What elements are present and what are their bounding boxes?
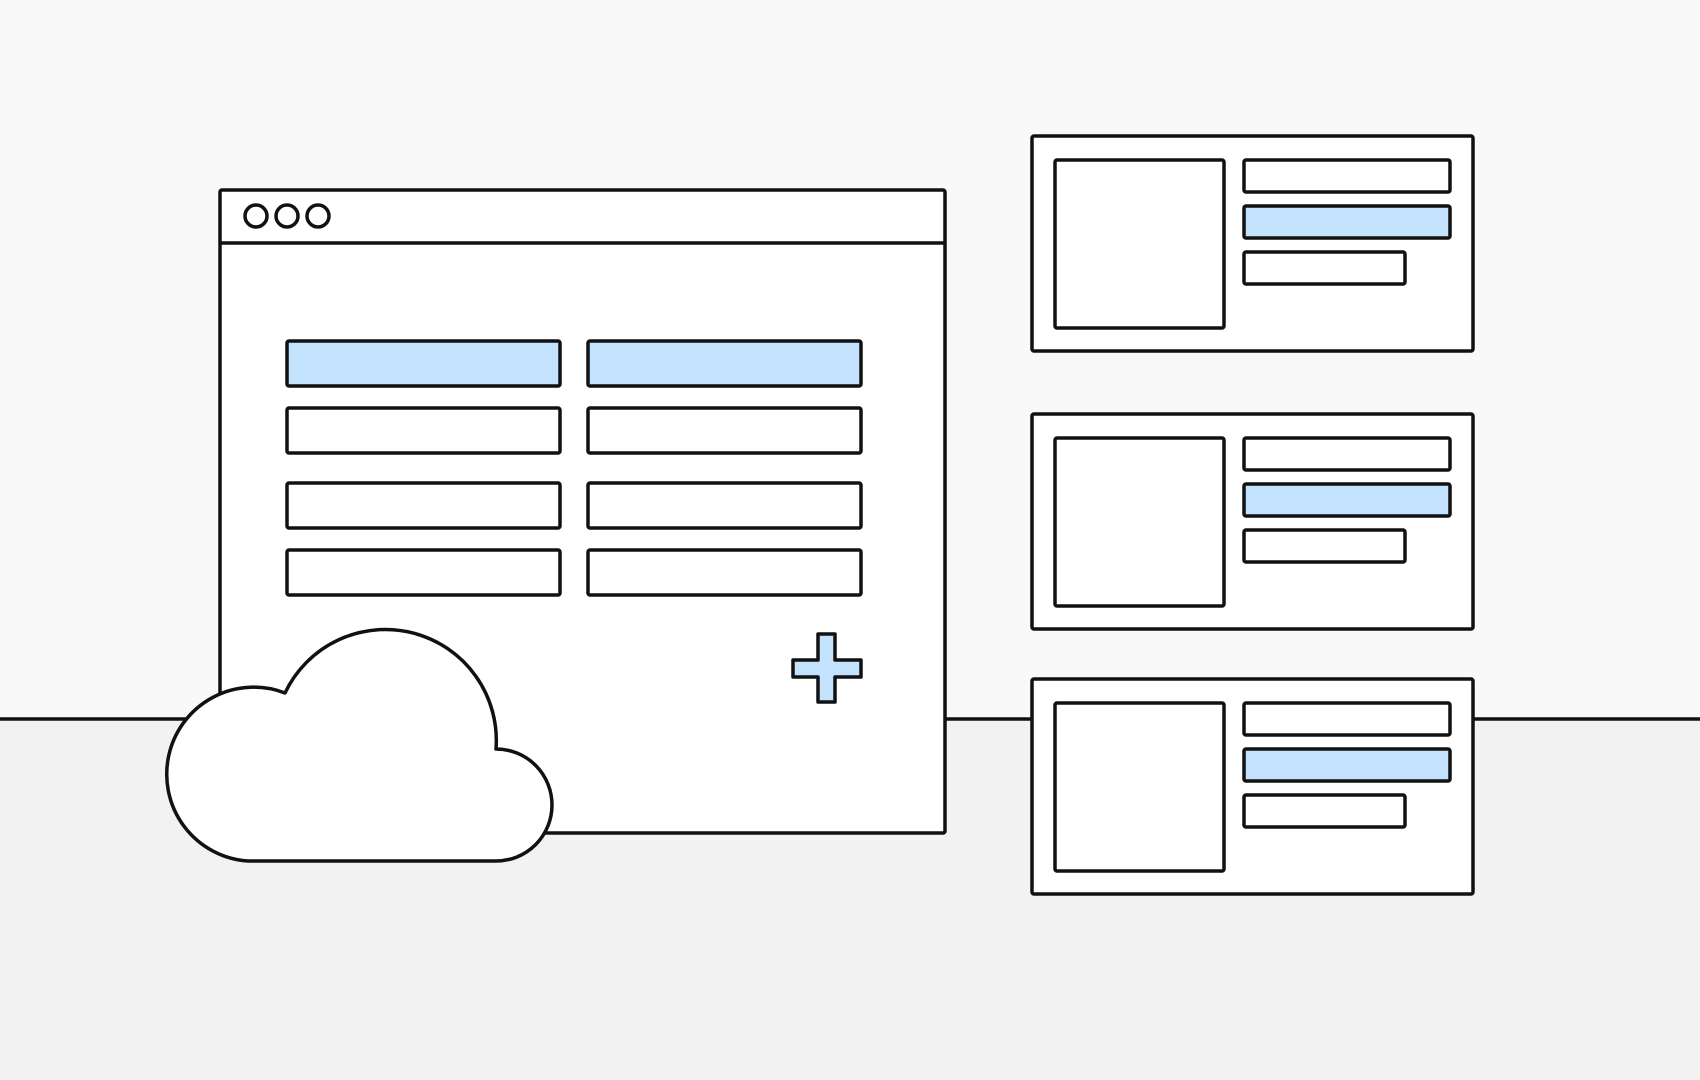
- card-stack: [1030, 134, 1475, 896]
- form-field-left: [285, 481, 562, 530]
- card-line-highlighted: [1242, 482, 1452, 518]
- card-line-highlighted: [1242, 204, 1452, 240]
- form-field-right: [586, 406, 863, 455]
- cloud-icon: [164, 627, 554, 863]
- form-field-right: [586, 339, 863, 388]
- card-line-plain-short: [1242, 793, 1407, 829]
- card-line-plain-short: [1242, 250, 1407, 286]
- card-line-plain: [1242, 701, 1452, 737]
- cloud-icon: [164, 627, 554, 863]
- form-field-left: [285, 548, 562, 597]
- window-control-icon: [305, 203, 331, 229]
- form-field-left: [285, 339, 562, 388]
- card-line-highlighted: [1242, 747, 1452, 783]
- window-control-icon: [274, 203, 300, 229]
- image-placeholder: [1053, 436, 1226, 608]
- image-placeholder: [1053, 158, 1226, 330]
- card: [1030, 134, 1475, 353]
- form-field-right: [586, 481, 863, 530]
- card: [1030, 412, 1475, 631]
- card-line-plain: [1242, 436, 1452, 472]
- plus-icon: [791, 632, 863, 704]
- form-field-right: [586, 548, 863, 597]
- form-field-left: [285, 406, 562, 455]
- card: [1030, 677, 1475, 896]
- card-line-plain-short: [1242, 528, 1407, 564]
- image-placeholder: [1053, 701, 1226, 873]
- window-control-icon: [243, 203, 269, 229]
- card-line-plain: [1242, 158, 1452, 194]
